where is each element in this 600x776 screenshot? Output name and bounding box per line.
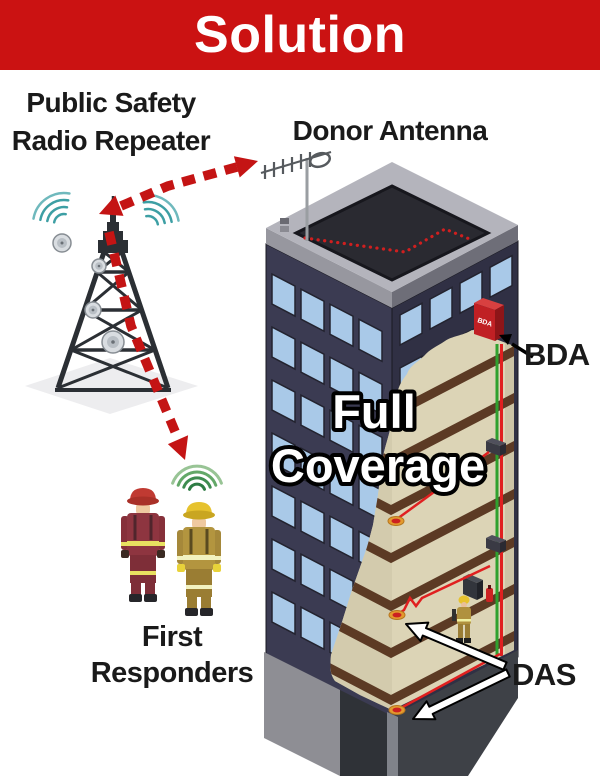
title-banner: Solution	[0, 0, 600, 70]
responder-signal-icon	[171, 464, 223, 491]
bda-unit: BDA	[474, 298, 504, 341]
bda-label: BDA	[524, 337, 590, 372]
coverage-text-line1: Full	[332, 385, 416, 438]
repeater-label: Public Safety Radio Repeater	[0, 84, 222, 160]
arrowhead-toward-tower	[99, 195, 124, 216]
coverage-text-line2: Coverage	[271, 439, 485, 492]
arrowhead-toward-antenna	[233, 156, 258, 178]
signal-waves-right-icon	[141, 193, 180, 226]
tower-dish-antennas	[52, 233, 125, 354]
das-antenna	[388, 610, 406, 620]
repeater-donor-arrow	[99, 156, 258, 216]
building-roof	[266, 162, 518, 308]
das-arrow-lower	[412, 668, 511, 721]
bda-box-text: BDA	[476, 317, 493, 328]
repeater-label-line2: Radio Repeater	[11, 125, 211, 156]
donor-antenna-graphic	[260, 150, 332, 241]
page-title: Solution	[194, 6, 406, 64]
tower-base-pad	[25, 358, 198, 414]
das-floor-cables	[396, 450, 501, 711]
firefighter-right	[177, 502, 221, 616]
das-arrow-upper	[405, 621, 508, 671]
repeater-label-line1: Public Safety	[26, 87, 196, 118]
firefighter-left	[121, 488, 165, 602]
basement-corner-column	[387, 712, 398, 776]
riser-junction-box	[486, 535, 506, 553]
arrowhead-toward-responders	[167, 435, 189, 460]
riser-cables	[495, 344, 503, 656]
donor-antenna-label: Donor Antenna	[292, 115, 488, 146]
equipment-panel	[463, 574, 483, 600]
das-antenna	[387, 516, 405, 526]
radio-tower	[25, 191, 198, 414]
first-responders-label: First Responders	[62, 619, 282, 691]
repeater-responders-arrow	[104, 230, 189, 460]
responders-label-line2: Responders	[90, 657, 254, 689]
bda-pointer-line	[499, 334, 534, 359]
interior-firefighter	[452, 595, 471, 643]
das-antenna	[388, 705, 406, 715]
responders-label-line1: First	[141, 621, 203, 653]
signal-waves-left-icon	[32, 191, 71, 224]
fire-extinguisher	[486, 585, 493, 602]
roof-cable-dotted	[303, 227, 474, 254]
das-label: DAS	[512, 657, 576, 692]
riser-junction-box	[486, 438, 506, 456]
